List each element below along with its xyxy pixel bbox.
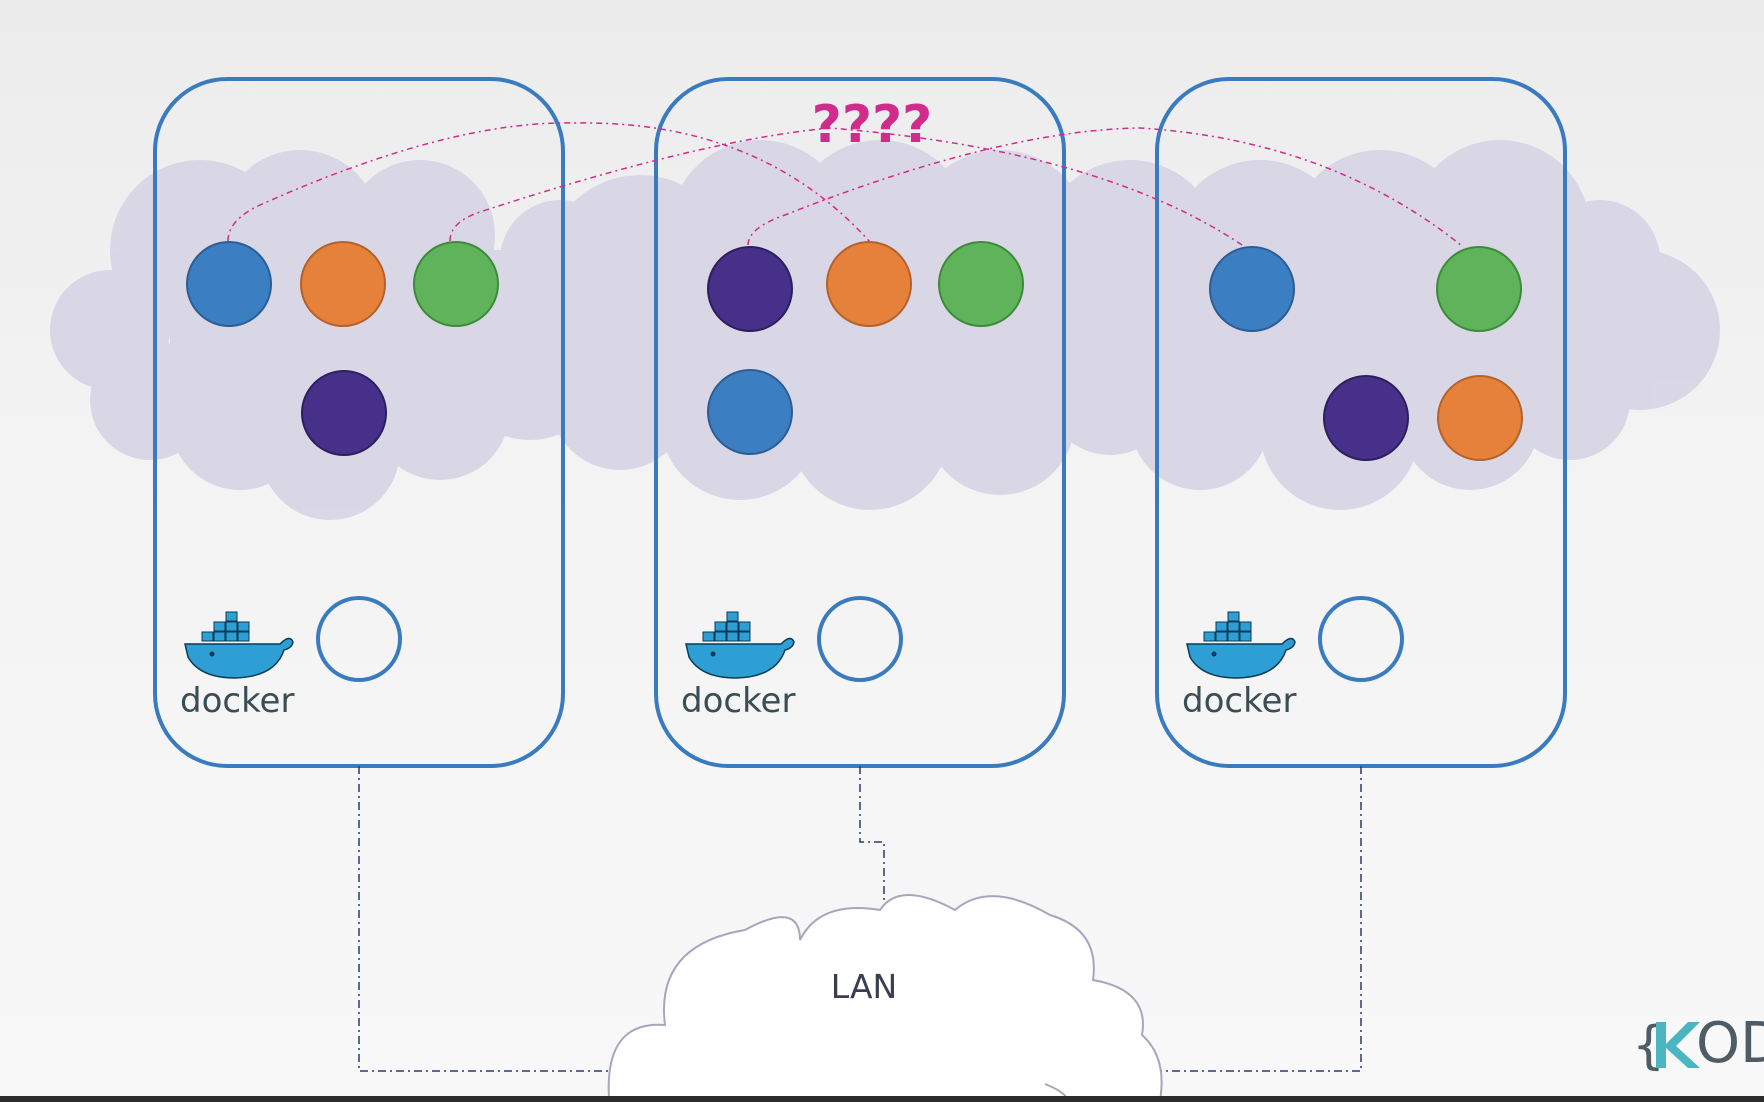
container-orange — [300, 241, 386, 327]
brand-logo: { OD — [1632, 1011, 1764, 1076]
docker-whale-icon — [1186, 611, 1296, 679]
lan-links — [358, 766, 1362, 1072]
container-purple — [707, 246, 793, 332]
brand-k-icon — [1656, 1022, 1700, 1068]
brand-text: OD — [1696, 1011, 1764, 1076]
bottom-bar — [0, 1096, 1764, 1102]
overlay-links — [227, 122, 1463, 247]
docker-wordmark: docker — [681, 681, 795, 721]
container-green — [413, 241, 499, 327]
docker-wordmark: docker — [1182, 681, 1296, 721]
docker-engine-2: docker — [681, 611, 795, 721]
lan-label: LAN — [831, 967, 897, 1006]
container-orange — [826, 241, 912, 327]
containers-host-3 — [1209, 246, 1523, 461]
container-blue — [186, 241, 272, 327]
network-interface-1 — [316, 596, 402, 682]
docker-whale-icon — [685, 611, 795, 679]
question-label: ???? — [812, 95, 933, 155]
network-interface-3 — [1318, 596, 1404, 682]
container-purple — [1323, 375, 1409, 461]
containers-host-2 — [707, 241, 1024, 455]
container-blue — [707, 369, 793, 455]
container-purple — [301, 370, 387, 456]
container-green — [1436, 246, 1522, 332]
docker-whale-icon — [184, 611, 294, 679]
container-orange — [1437, 375, 1523, 461]
containers-host-1 — [186, 241, 499, 456]
docker-wordmark: docker — [180, 681, 294, 721]
docker-engine-3: docker — [1182, 611, 1296, 721]
docker-engine-1: docker — [180, 611, 294, 721]
network-interface-2 — [817, 596, 903, 682]
container-blue — [1209, 246, 1295, 332]
container-green — [938, 241, 1024, 327]
